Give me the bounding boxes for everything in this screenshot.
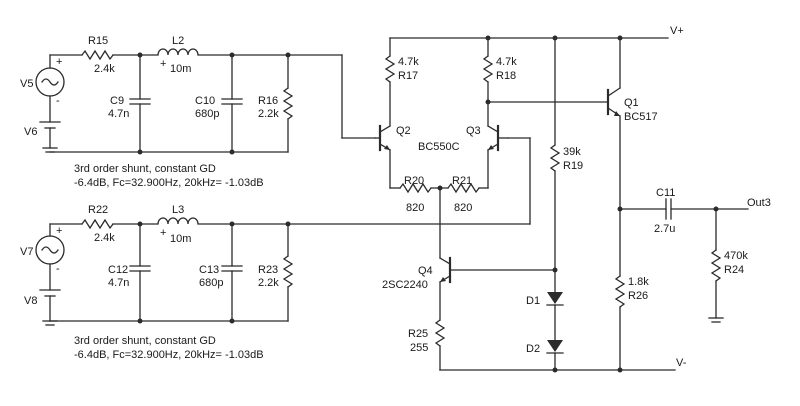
- c10-value: 680p: [195, 108, 219, 120]
- c12-label: C12: [108, 264, 128, 276]
- r23-label: R23: [258, 264, 278, 276]
- v-minus-label: V-: [676, 357, 687, 369]
- r16-label: R16: [258, 95, 278, 107]
- bottom-filter-note-line1: 3rd order shunt, constant GD: [74, 335, 216, 347]
- top-filter-note-line2: -6.4dB, Fc=32.900Hz, 20kHz= -1.03dB: [74, 177, 264, 189]
- l3-label: L3: [172, 204, 184, 216]
- c9-label: C9: [110, 95, 124, 107]
- r17-resistor-symbol: [384, 55, 396, 83]
- out3-label: Out3: [747, 197, 771, 209]
- v8-label: V8: [24, 295, 37, 307]
- q1-part-label: BC517: [624, 111, 658, 123]
- r23-value: 2.2k: [258, 277, 279, 289]
- r18-value: 4.7k: [496, 56, 517, 68]
- r26-resistor-symbol: [614, 275, 626, 308]
- r18-label: R18: [496, 70, 516, 82]
- q3-label: Q3: [466, 125, 481, 137]
- v7-label: V7: [20, 246, 33, 258]
- r24-resistor-symbol: [710, 249, 722, 282]
- d1-diode-symbol: [546, 292, 564, 306]
- r18-resistor-symbol: [482, 55, 494, 83]
- v8-battery-symbol: [39, 289, 61, 322]
- v-plus-label: V+: [670, 25, 684, 37]
- differential-amplifier-section: V+ 4.7k R17 4.7k R18 Q2: [374, 25, 687, 373]
- c12-value: 4.7n: [108, 277, 129, 289]
- v5-plus-sign: +: [56, 56, 62, 68]
- q4-label: Q4: [418, 265, 433, 277]
- r25-value: 255: [410, 342, 428, 354]
- r26-value: 1.8k: [628, 276, 649, 288]
- r20-resistor-symbol: [399, 182, 432, 194]
- l2-label: L2: [172, 35, 184, 47]
- q1-label: Q1: [624, 97, 639, 109]
- q2-transistor-symbol: [374, 124, 391, 189]
- r21-label: R21: [452, 175, 472, 187]
- d2-diode-symbol: [546, 340, 564, 354]
- r22-resistor-symbol: [81, 218, 114, 230]
- v5-minus-sign: -: [56, 95, 60, 107]
- r26-label: R26: [628, 290, 648, 302]
- q2-label: Q2: [396, 125, 411, 137]
- c10-label: C10: [195, 95, 215, 107]
- r15-label: R15: [88, 35, 108, 47]
- r15-resistor-symbol: [81, 49, 114, 61]
- r16-resistor-symbol: [282, 87, 294, 120]
- c11-label: C11: [656, 187, 675, 199]
- v6-label: V6: [24, 126, 37, 138]
- r20-label: R20: [404, 175, 424, 187]
- r25-label: R25: [408, 328, 428, 340]
- r16-value: 2.2k: [258, 108, 279, 120]
- v7-plus-sign: +: [56, 225, 62, 237]
- r19-label: R19: [563, 160, 583, 172]
- q3-transistor-symbol: [487, 124, 509, 189]
- c9-capacitor-symbol: [129, 98, 151, 105]
- c13-capacitor-symbol: [221, 265, 243, 272]
- r17-label: R17: [398, 70, 418, 82]
- d1-label: D1: [526, 295, 540, 307]
- q2-q3-part-label: BC550C: [418, 141, 460, 153]
- top-filter-note-line1: 3rd order shunt, constant GD: [74, 163, 216, 175]
- c10-capacitor-symbol: [221, 98, 243, 105]
- bottom-filter-section: V7 + - V8 R22 2.4k L3 10m + C12: [20, 137, 531, 361]
- l2-value: 10m: [170, 63, 191, 75]
- q4-transistor-symbol: [439, 256, 556, 321]
- r22-label: R22: [88, 204, 108, 216]
- r23-resistor-symbol: [282, 255, 294, 288]
- r17-value: 4.7k: [398, 56, 419, 68]
- c13-label: C13: [199, 264, 219, 276]
- r24-label: R24: [724, 264, 744, 276]
- c11-value: 2.7u: [654, 223, 675, 235]
- bottom-filter-note-line2: -6.4dB, Fc=32.900Hz, 20kHz= -1.03dB: [74, 349, 264, 361]
- c13-value: 680p: [199, 277, 223, 289]
- l3-value: 10m: [170, 233, 191, 245]
- top-filter-section: V5 + - V6 R15 2.4k L2 10m +: [20, 35, 376, 189]
- r25-resistor-symbol: [434, 319, 446, 347]
- q4-part-label: 2SC2240: [382, 279, 428, 291]
- d2-label: D2: [526, 343, 540, 355]
- r19-value: 39k: [563, 146, 581, 158]
- r21-value: 820: [454, 202, 472, 214]
- v6-battery-symbol: [39, 121, 61, 149]
- l3-plus-sign: +: [160, 227, 166, 239]
- r19-resistor-symbol: [549, 144, 561, 172]
- v5-label: V5: [20, 78, 33, 90]
- c9-value: 4.7n: [108, 108, 129, 120]
- l2-inductor-symbol: [157, 48, 199, 56]
- r15-value: 2.4k: [94, 63, 115, 75]
- c11-capacitor-symbol: [665, 198, 672, 220]
- r24-value: 470k: [724, 250, 748, 262]
- v7-minus-sign: -: [56, 263, 60, 275]
- r24-ground-symbol: [708, 317, 724, 323]
- r20-value: 820: [406, 202, 424, 214]
- output-stage-section: Q1 BC517 C11 2.7u Out3 470k R24 1.8k R26: [485, 37, 771, 373]
- r22-value: 2.4k: [94, 232, 115, 244]
- v5-source-symbol: [35, 54, 65, 123]
- q1-transistor-symbol: [606, 37, 621, 277]
- c12-capacitor-symbol: [129, 265, 151, 272]
- l3-inductor-symbol: [157, 217, 199, 225]
- r21-resistor-symbol: [447, 182, 480, 194]
- l2-plus-sign: +: [160, 58, 166, 70]
- v7-source-symbol: [35, 223, 65, 291]
